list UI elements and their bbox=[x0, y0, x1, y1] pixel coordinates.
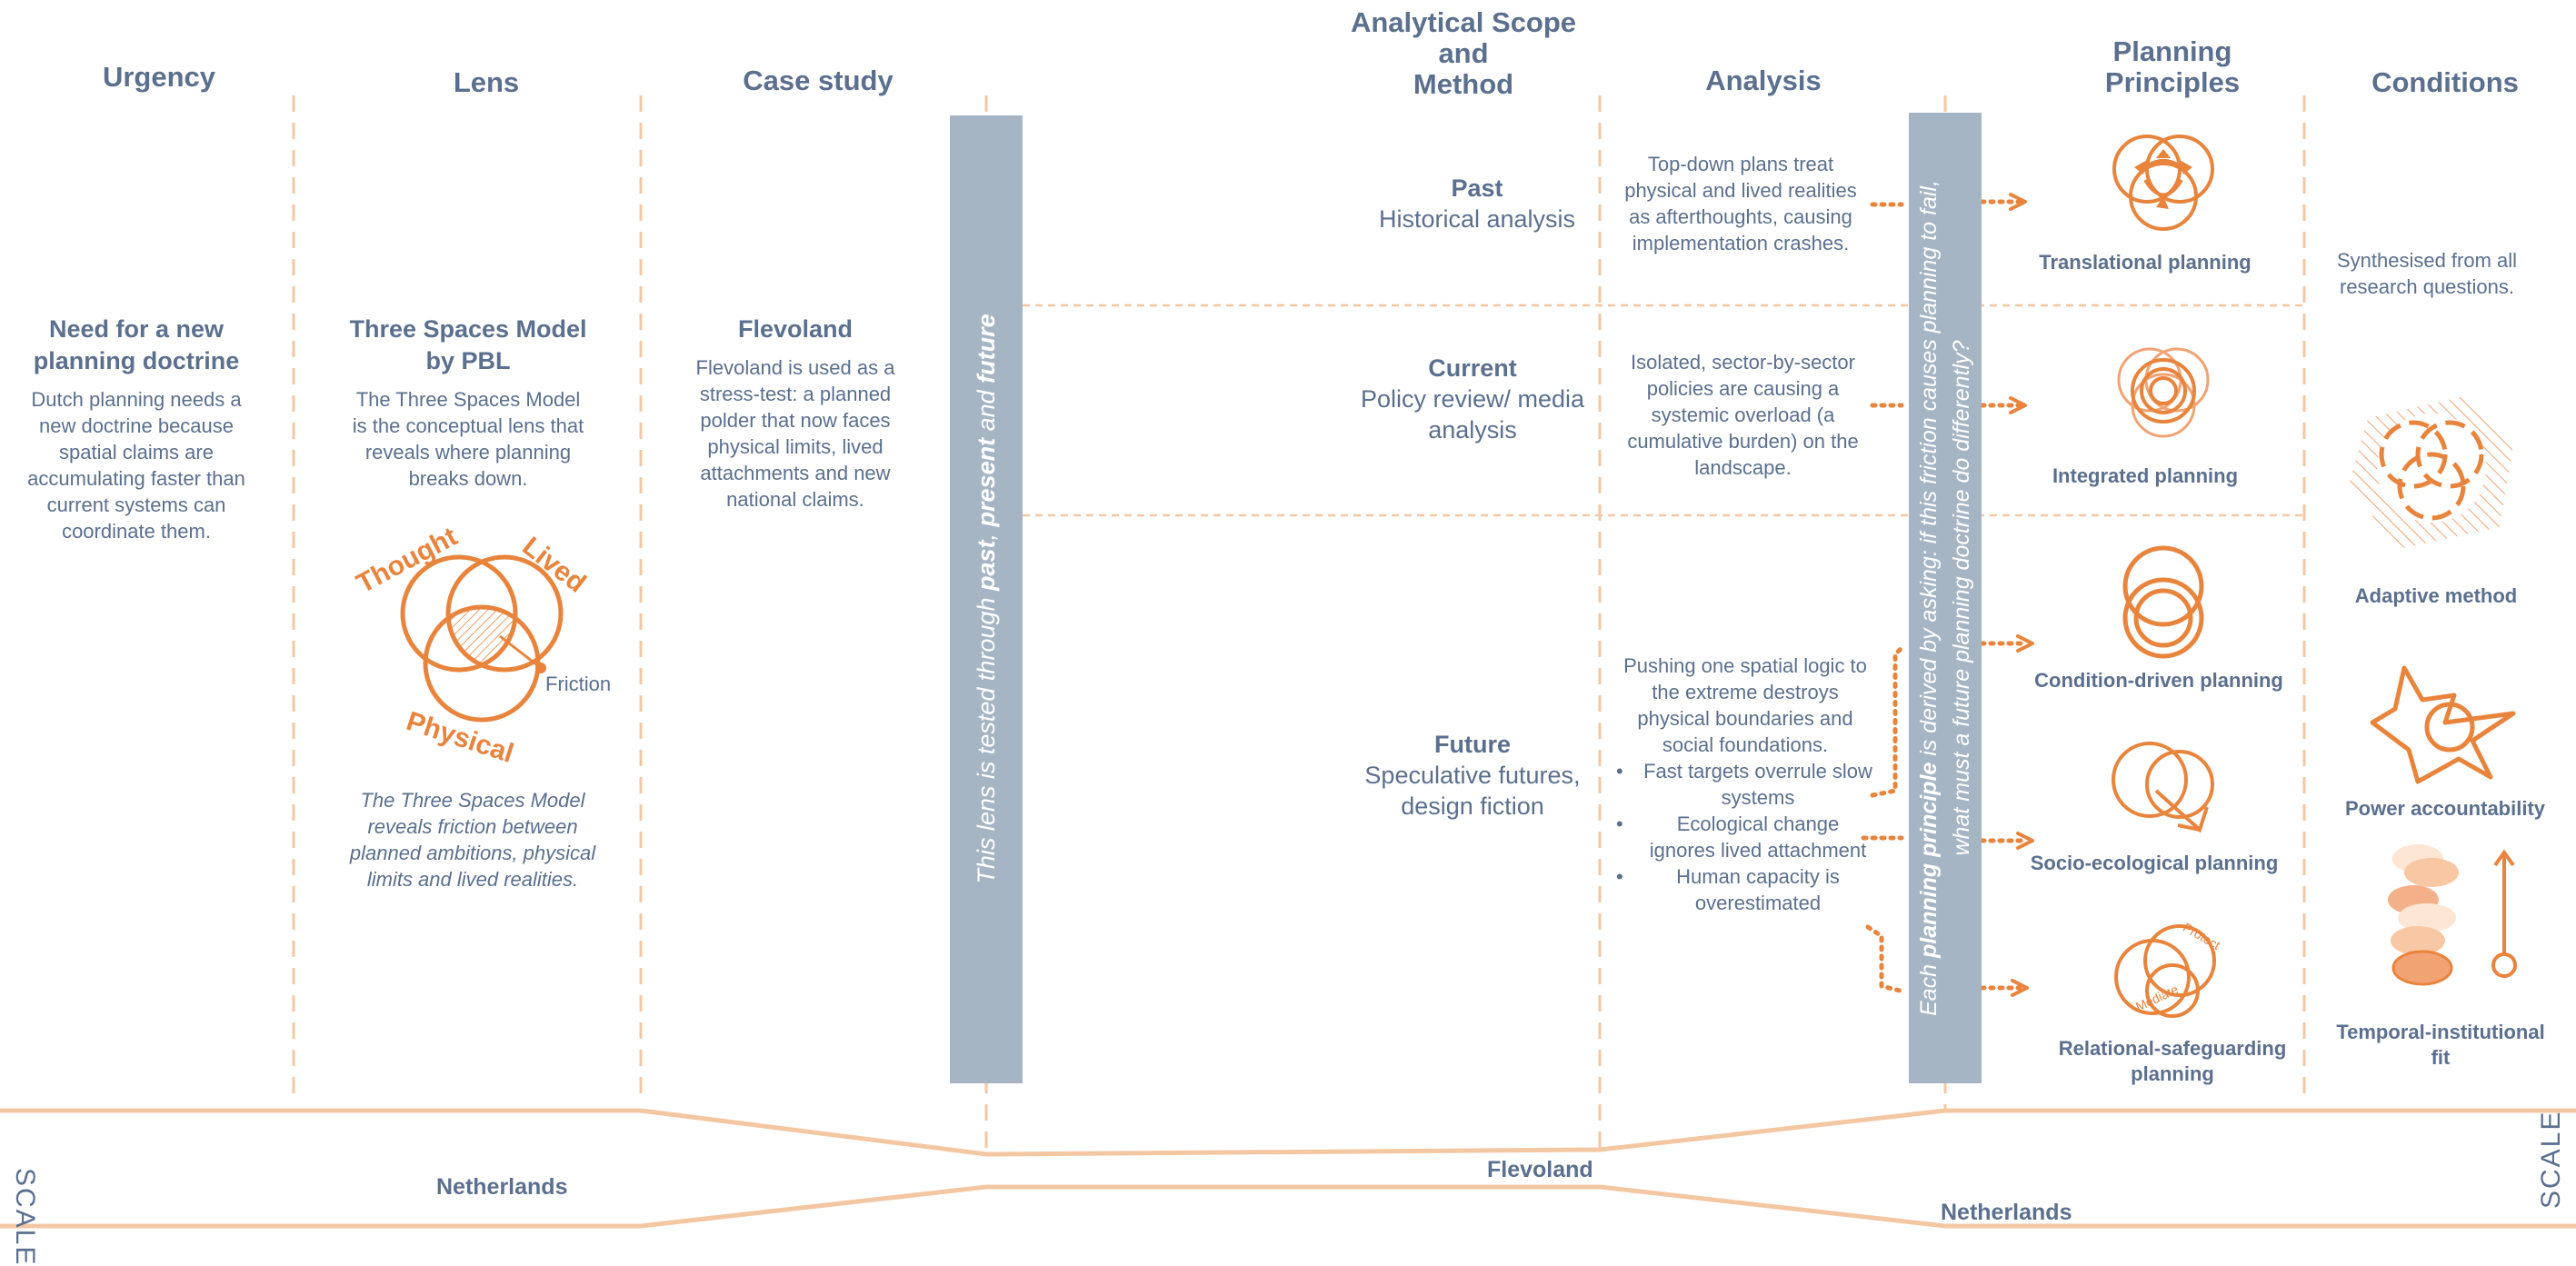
list-item: Human capacity is overestimated bbox=[1616, 863, 1872, 916]
three-spaces-diagram bbox=[400, 554, 564, 723]
scope-past: Past Historical analysis bbox=[1354, 173, 1600, 234]
scale-netherlands-left: Netherlands bbox=[436, 1174, 568, 1200]
list-item: Ecological change ignores lived attachme… bbox=[1616, 811, 1872, 863]
scope-current: Current Policy review/ media analysis bbox=[1345, 353, 1600, 445]
lens-title: Three Spaces Model by PBL bbox=[349, 315, 587, 374]
header-urgency: Urgency bbox=[102, 61, 216, 93]
scale-netherlands-right: Netherlands bbox=[1941, 1200, 2072, 1225]
principle-translational: Translational planning bbox=[2039, 251, 2252, 274]
relational-safeguarding-planning-icon bbox=[2114, 924, 2216, 1018]
analysis-future-bullets: Fast targets overrule slow systems Ecolo… bbox=[1616, 758, 1872, 916]
scale-label-left: SCALE bbox=[10, 1168, 40, 1266]
principle-integrated: Integrated planning bbox=[2052, 464, 2239, 487]
urgency-body: Dutch planning needs a new doctrine beca… bbox=[27, 388, 245, 543]
urgency-block: Need for a new planning doctrine Dutch p… bbox=[14, 314, 259, 544]
scope-future: Future Speculative futures, design ficti… bbox=[1345, 729, 1600, 822]
case-study-block: Flevoland Flevoland is used as a stress-… bbox=[677, 314, 914, 513]
scope-future-name: Future bbox=[1434, 731, 1511, 758]
condition-driven-planning-icon bbox=[2122, 545, 2204, 659]
urgency-title: Need for a new planning doctrine bbox=[33, 315, 240, 374]
scale-flevoland: Flevoland bbox=[1487, 1157, 1593, 1182]
conditions-intro: Synthesised from all research questions. bbox=[2336, 249, 2518, 298]
header-scope: Analytical Scope and Method bbox=[1350, 6, 1577, 100]
lens-test-bar bbox=[950, 115, 1023, 1083]
lens-body: The Three Spaces Model is the conceptual… bbox=[352, 388, 584, 490]
scope-current-method: Policy review/ media analysis bbox=[1360, 385, 1585, 444]
principle-derivation-text: Each planning principle is derived by as… bbox=[1916, 180, 1974, 1016]
case-study-body: Flevoland is used as a stress-test: a pl… bbox=[695, 356, 895, 511]
scope-future-method: Speculative futures, design fiction bbox=[1364, 762, 1581, 820]
integrated-planning-icon bbox=[2117, 347, 2210, 438]
condition-temporal-institutional-fit: Temporal-institutional fit bbox=[2336, 1021, 2545, 1069]
adaptive-method-icon bbox=[2350, 395, 2513, 550]
list-item: Fast targets overrule slow systems bbox=[1616, 758, 1872, 811]
lens-caption: The Three Spaces Model reveals friction … bbox=[349, 789, 596, 891]
header-conditions: Conditions bbox=[2371, 66, 2519, 98]
lens-block: Three Spaces Model by PBL The Three Spac… bbox=[332, 314, 604, 492]
label-friction: Friction bbox=[545, 673, 612, 695]
condition-power-accountability: Power accountability bbox=[2344, 797, 2546, 820]
socio-ecological-planning-icon bbox=[2112, 742, 2214, 833]
scope-past-name: Past bbox=[1451, 174, 1503, 202]
power-accountability-icon bbox=[2370, 665, 2516, 784]
principle-condition-driven: Condition-driven planning bbox=[2034, 669, 2283, 692]
principle-relational-safeguarding: Relational-safeguarding planning bbox=[2058, 1037, 2287, 1085]
header-analysis: Analysis bbox=[1705, 65, 1822, 96]
case-study-title: Flevoland bbox=[737, 315, 854, 343]
condition-adaptive-method: Adaptive method bbox=[2354, 584, 2518, 607]
analysis-future-intro: Pushing one spatial logic to the extreme… bbox=[1623, 654, 1867, 756]
scope-past-method: Historical analysis bbox=[1378, 205, 1576, 233]
temporal-institutional-fit-icon bbox=[2388, 844, 2517, 986]
header-case-study: Case study bbox=[743, 65, 894, 96]
translational-planning-icon bbox=[2112, 135, 2214, 231]
analysis-past: Top-down plans treat physical and lived … bbox=[1624, 153, 1857, 254]
analysis-future: Pushing one spatial logic to the extreme… bbox=[1616, 653, 1872, 916]
principle-derivation-bar bbox=[1909, 113, 1982, 1083]
header-principles: Planning Principles bbox=[2104, 35, 2241, 98]
scale-label-right: SCALE bbox=[2536, 1110, 2566, 1209]
analysis-current: Isolated, sector-by-sector policies are … bbox=[1627, 351, 1859, 479]
scope-current-name: Current bbox=[1428, 354, 1517, 382]
lens-test-text: This lens is tested through past, presen… bbox=[973, 314, 1000, 884]
header-lens: Lens bbox=[453, 66, 520, 98]
principle-socio-ecological: Socio-ecological planning bbox=[2030, 852, 2279, 874]
